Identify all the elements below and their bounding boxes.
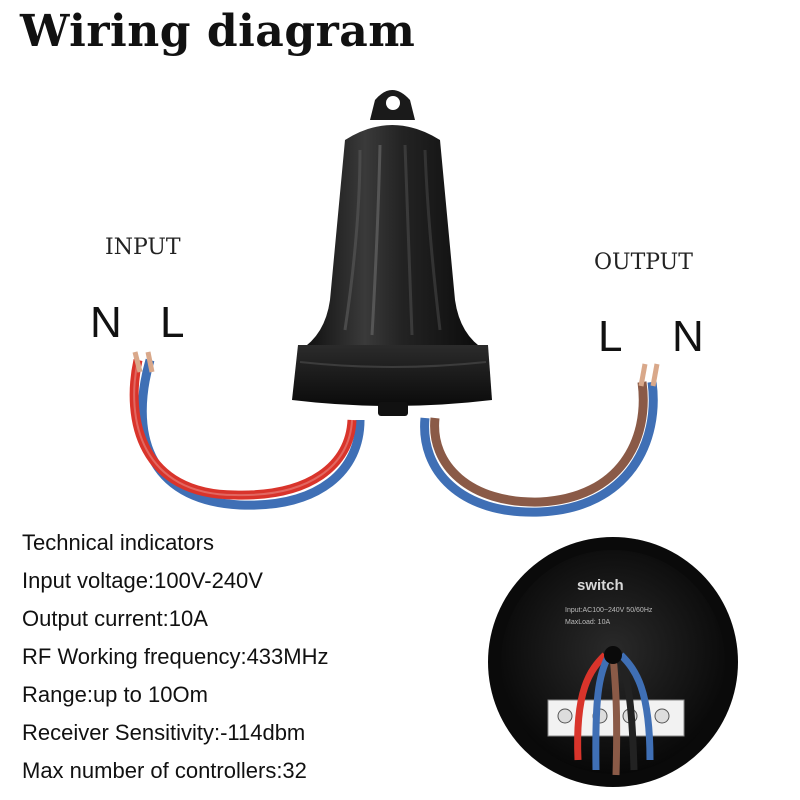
technical-specs: Technical indicators Input voltage:100V-…	[22, 528, 329, 794]
receiver-housing	[292, 90, 492, 416]
input-cable	[129, 351, 365, 510]
spec-output-current: Output current:10A	[22, 606, 208, 631]
spec-rf-frequency: RF Working frequency:433MHz	[22, 644, 329, 669]
page-title: Wiring diagram	[20, 6, 416, 57]
output-terminal-l: L	[598, 312, 623, 361]
spec-range: Range:up to 10Om	[22, 682, 208, 707]
device-brand-text: switch	[577, 577, 624, 594]
spec-max-controllers: Max number of controllers:32	[22, 758, 307, 783]
input-terminal-l: L	[160, 298, 185, 347]
hanging-hole	[386, 96, 400, 110]
device-rating-text: Input:AC100~240V 50/60Hz	[565, 607, 653, 614]
output-terminal-n: N	[672, 312, 704, 361]
spec-input-voltage: Input voltage:100V-240V	[22, 568, 263, 593]
device-bottom-view: switch Input:AC100~240V 50/60Hz MaxLoad:…	[488, 537, 738, 787]
output-cable	[420, 363, 660, 517]
input-terminal-n: N	[90, 298, 122, 347]
device-load-text: MaxLoad: 10A	[565, 619, 610, 626]
input-label: INPUT	[105, 235, 181, 260]
spec-sensitivity: Receiver Sensitivity:-114dbm	[22, 720, 306, 745]
specs-heading: Technical indicators	[22, 530, 214, 555]
output-label: OUTPUT	[594, 250, 693, 275]
